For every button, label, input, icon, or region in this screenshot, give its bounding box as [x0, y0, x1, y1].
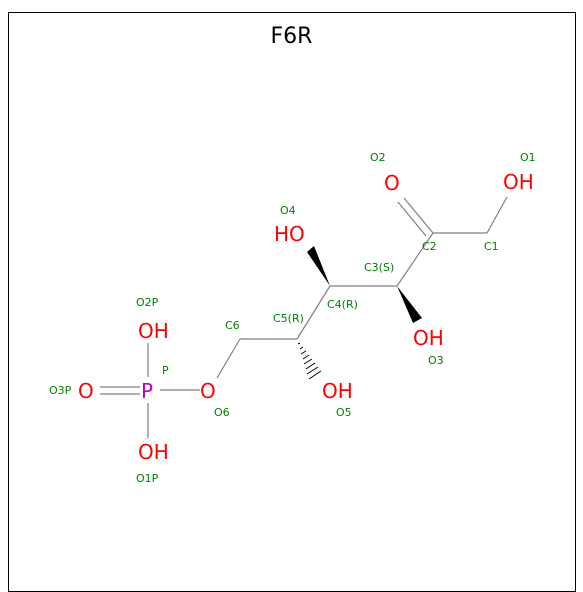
atom-o2p: OH: [138, 319, 169, 343]
label-o2: O2: [370, 151, 386, 164]
hash-c5-o5: [297, 342, 322, 380]
atom-o4: HO: [274, 222, 305, 246]
atom-o3: OH: [413, 326, 444, 350]
atom-o5: OH: [322, 379, 353, 403]
label-c5: C5(R): [273, 312, 304, 325]
label-o3: O3: [428, 354, 444, 367]
label-c4: C4(R): [327, 298, 358, 311]
label-o1p: O1P: [136, 472, 159, 485]
bonds: [100, 196, 508, 438]
label-o6: O6: [214, 406, 230, 419]
label-c6: C6: [225, 319, 240, 332]
atom-o1: OH: [503, 170, 534, 194]
label-o3p: O3P: [49, 384, 72, 397]
diagram-frame: [8, 12, 576, 592]
label-c3: C3(S): [364, 261, 394, 274]
stereo-bonds: [297, 246, 422, 380]
atom-o3p: O: [78, 379, 94, 403]
label-c1: C1: [484, 240, 499, 253]
diagram-title: F6R: [270, 24, 313, 49]
bond-c2-c3: [396, 232, 434, 287]
label-o1: O1: [520, 151, 536, 164]
bond-c2-o2-b: [397, 201, 427, 237]
label-o2p: O2P: [136, 296, 159, 309]
atom-o2: O: [384, 171, 400, 195]
atom-labels: C1 C2 C3(S) C4(R) C5(R) C6 O1 O2 O3 O4 O…: [49, 151, 536, 485]
wedge-c3-o3: [397, 286, 422, 323]
wedge-c4-o4: [307, 246, 330, 286]
bond-c6-o6: [216, 338, 241, 379]
label-c2: C2: [422, 240, 437, 253]
atom-symbols: OH O HO OH OH OH OH O O P: [78, 170, 534, 464]
atom-o6: O: [200, 379, 216, 403]
label-o5: O5: [336, 406, 352, 419]
atom-o1p: OH: [138, 440, 169, 464]
bond-c1-o1: [486, 196, 508, 234]
label-o4: O4: [280, 204, 296, 217]
label-p: P: [162, 364, 169, 377]
bond-c2-o2-a: [403, 197, 434, 234]
atom-p: P: [141, 379, 153, 403]
bond-c4-c5: [296, 285, 331, 340]
